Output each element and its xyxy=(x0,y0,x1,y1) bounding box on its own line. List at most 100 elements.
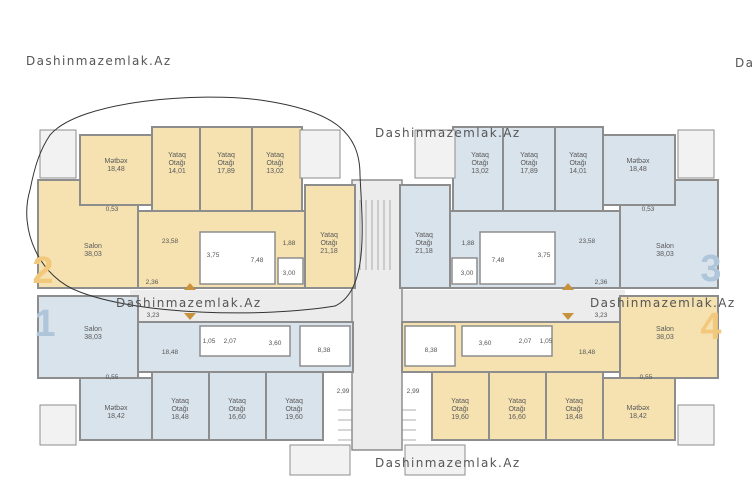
room-name: Otağı xyxy=(168,160,186,167)
room-yataq-4c: Yataq Otağı 18,48 xyxy=(565,398,583,422)
room-name: Otağı xyxy=(320,240,338,247)
apartment-2 xyxy=(37,126,356,289)
apartment-number-1: 1 xyxy=(34,303,56,345)
room-name: Yataq xyxy=(569,152,587,159)
room-salon-1: Salon 38,03 xyxy=(84,326,102,342)
room-area: 18,48 xyxy=(171,414,189,421)
room-area: 13,02 xyxy=(471,168,489,175)
room-name: Otağı xyxy=(520,160,538,167)
watermark: Dashinmazemlak.Az xyxy=(375,456,521,470)
stair-arrow-down xyxy=(562,313,574,320)
room-area: 16,60 xyxy=(508,414,526,421)
watermark: Dash xyxy=(735,56,755,70)
room-area: 38,03 xyxy=(84,334,102,341)
area-label: 3,23 xyxy=(594,312,608,319)
hall-area-2: 23,58 xyxy=(161,238,179,245)
room-area: 14,01 xyxy=(168,168,186,175)
area-label: 3,75 xyxy=(537,252,551,259)
area-label: 3,60 xyxy=(268,340,282,347)
room-name: Mətbəx xyxy=(626,158,650,165)
room-area: 16,60 xyxy=(228,414,246,421)
room-matbax-2: Mətbəx 18,48 xyxy=(105,158,128,174)
area-label: 3,23 xyxy=(146,312,160,319)
room-yataq-3c: Yataq Otağı 14,01 xyxy=(569,152,587,176)
apartment-number-3: 3 xyxy=(700,248,722,290)
room-yataq-2c: Yataq Otağı 13,02 xyxy=(266,152,284,176)
room-salon-4: Salon 38,03 xyxy=(656,326,674,342)
room-name: Otağı xyxy=(415,240,433,247)
watermark: Dashinmazemlak.Az xyxy=(116,296,262,310)
room-name: Yataq xyxy=(168,152,186,159)
apartment-4 xyxy=(401,295,719,441)
stair-arrow-up xyxy=(562,283,574,290)
room-name: Yataq xyxy=(451,398,469,405)
room-name: Salon xyxy=(84,243,102,250)
room-yataq-1b: Yataq Otağı 16,60 xyxy=(228,398,246,422)
balcony-2 xyxy=(39,129,341,179)
room-name: Salon xyxy=(656,326,674,333)
room-name: Yataq xyxy=(508,398,526,405)
room-name: Mətbəx xyxy=(626,405,650,412)
hall-area-4: 18,48 xyxy=(578,349,596,356)
apartment-number-2: 2 xyxy=(32,250,54,292)
area-label: 7,48 xyxy=(491,257,505,264)
area-label: 0,55 xyxy=(105,374,119,381)
room-area: 18,42 xyxy=(629,413,647,420)
room-name: Otağı xyxy=(569,160,587,167)
room-name: Mətbəx xyxy=(104,158,128,165)
room-name: Salon xyxy=(84,326,102,333)
room-area: 38,03 xyxy=(84,251,102,258)
room-name: Mətbəx xyxy=(104,405,128,412)
room-name: Yataq xyxy=(217,152,235,159)
room-matbax-3: Mətbəx 18,48 xyxy=(627,158,650,174)
room-name: Yataq xyxy=(520,152,538,159)
room-name: Otağı xyxy=(171,406,189,413)
room-name: Yataq xyxy=(171,398,189,405)
apartment-1 xyxy=(37,295,354,441)
room-yataq-4b: Yataq Otağı 16,60 xyxy=(508,398,526,422)
room-yataq-2a: Yataq Otağı 14,01 xyxy=(168,152,186,176)
area-label: 3,60 xyxy=(478,340,492,347)
room-area: 19,60 xyxy=(451,414,469,421)
room-yataq-3b: Yataq Otağı 17,89 xyxy=(520,152,538,176)
room-yataq-2d: Yataq Otağı 21,18 xyxy=(320,232,338,256)
room-name: Otağı xyxy=(451,406,469,413)
room-area: 14,01 xyxy=(569,168,587,175)
stair-lines xyxy=(338,200,416,441)
area-label: 1,05 xyxy=(539,338,553,345)
area-label: 1,05 xyxy=(202,338,216,345)
apartment-3 xyxy=(399,126,719,289)
stair-core xyxy=(351,179,403,451)
watermark: Dashinmazemlak.Az xyxy=(590,296,736,310)
room-yataq-4a: Yataq Otağı 19,60 xyxy=(451,398,469,422)
room-area: 21,18 xyxy=(320,248,338,255)
room-area: 18,42 xyxy=(107,413,125,420)
room-name: Otağı xyxy=(266,160,284,167)
room-area: 38,03 xyxy=(656,334,674,341)
room-name: Yataq xyxy=(285,398,303,405)
area-label: 1,88 xyxy=(461,240,475,247)
stair-arrow-down xyxy=(184,313,196,320)
balcony-3 xyxy=(414,129,715,179)
room-salon-3: Salon 38,03 xyxy=(656,243,674,259)
area-label: 2,36 xyxy=(594,279,608,286)
area-label: 2,07 xyxy=(518,338,532,345)
room-area: 17,89 xyxy=(520,168,538,175)
room-name: Yataq xyxy=(471,152,489,159)
room-name: Yataq xyxy=(228,398,246,405)
room-matbax-1: Mətbəx 18,42 xyxy=(105,405,128,421)
area-label: 2,07 xyxy=(223,338,237,345)
room-area: 19,60 xyxy=(285,414,303,421)
room-salon-2: Salon 38,03 xyxy=(84,243,102,259)
area-label: 3,00 xyxy=(460,270,474,277)
room-area: 18,48 xyxy=(565,414,583,421)
room-yataq-1c: Yataq Otağı 19,60 xyxy=(285,398,303,422)
room-name: Otağı xyxy=(228,406,246,413)
room-name: Otağı xyxy=(508,406,526,413)
room-yataq-3d: Yataq Otağı 21,18 xyxy=(415,232,433,256)
room-name: Yataq xyxy=(565,398,583,405)
room-area: 38,03 xyxy=(656,251,674,258)
room-name: Salon xyxy=(656,243,674,250)
area-label: 8,38 xyxy=(317,347,331,354)
